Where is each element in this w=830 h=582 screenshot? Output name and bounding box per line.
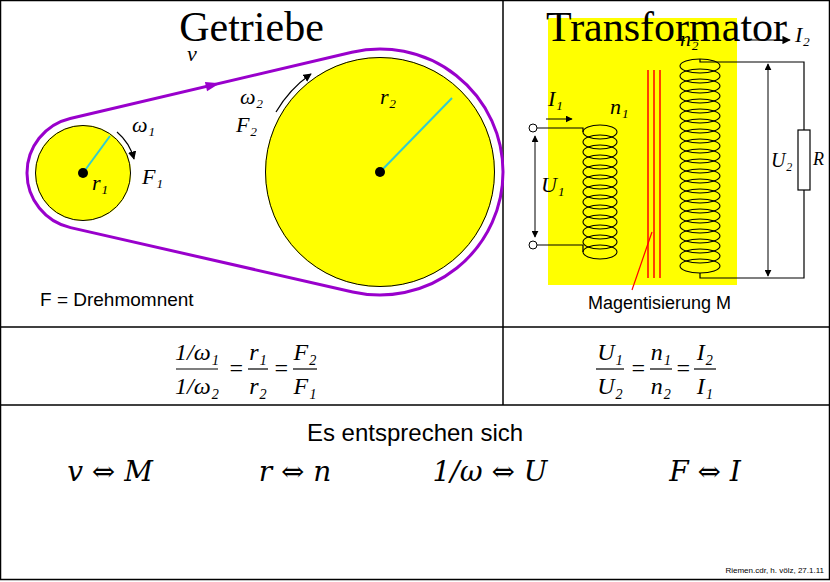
coil-winding bbox=[680, 259, 720, 273]
wire bbox=[537, 128, 583, 132]
core-line bbox=[653, 70, 655, 278]
symbol-label: U₁ bbox=[541, 174, 565, 196]
formula-term: = bbox=[630, 356, 646, 380]
correspondence: r ⇔ n bbox=[259, 458, 332, 486]
formula-term: I₂ bbox=[697, 340, 713, 364]
panel-title: Getriebe bbox=[179, 6, 324, 48]
wire bbox=[700, 190, 804, 278]
terminal bbox=[529, 124, 537, 132]
formula-term: r₁ bbox=[249, 340, 267, 364]
radius-line bbox=[83, 136, 110, 173]
fraction-bar bbox=[650, 368, 672, 369]
rotation-arrow bbox=[276, 74, 311, 112]
rotation-arrow bbox=[117, 132, 134, 159]
panel-title: Transformator bbox=[546, 6, 787, 48]
wire bbox=[700, 59, 804, 130]
axle-dot bbox=[78, 168, 88, 178]
symbol-label: ω₁ bbox=[132, 114, 155, 136]
belt-line bbox=[27, 49, 503, 295]
formula-term: = bbox=[675, 356, 691, 380]
fraction-bar bbox=[248, 368, 268, 369]
symbol-label: F₂ bbox=[236, 114, 257, 136]
note: F = Drehmomnent bbox=[40, 290, 194, 309]
formula-term: U₂ bbox=[597, 374, 623, 398]
fraction-bar bbox=[176, 368, 218, 369]
correspondence: 1/ω ⇔ U bbox=[433, 458, 548, 486]
symbol-label: n₂ bbox=[680, 28, 699, 50]
formula-term: F₁ bbox=[293, 374, 316, 398]
formula-term: = bbox=[228, 356, 244, 380]
part-label: Magentisierung M bbox=[588, 294, 731, 312]
symbol-label: F₁ bbox=[142, 166, 163, 188]
fraction-bar bbox=[596, 368, 624, 369]
coil-windings bbox=[583, 59, 720, 273]
formula-term: U₁ bbox=[597, 340, 623, 364]
formula-term: r₂ bbox=[249, 374, 267, 398]
pulley: r₂ bbox=[265, 57, 495, 287]
radius-label: r₁ bbox=[92, 172, 108, 194]
symbol-label: ω₂ bbox=[240, 86, 263, 108]
coil-winding bbox=[583, 245, 617, 259]
voltage-arrow bbox=[768, 64, 769, 276]
formula-term: 1/ω₁ bbox=[175, 340, 219, 364]
panel: Getriebe r₁ r₂ bbox=[0, 0, 503, 327]
current-arrow bbox=[546, 119, 572, 120]
wire bbox=[537, 245, 583, 252]
heading: Es entsprechen sich bbox=[307, 421, 523, 445]
formula-term: I₁ bbox=[697, 374, 713, 398]
velocity-label: v bbox=[187, 43, 197, 65]
radius-label: r₂ bbox=[380, 86, 396, 108]
leader-line bbox=[632, 232, 652, 290]
panel: Es entsprechen sich bbox=[0, 405, 830, 575]
grid-line bbox=[0, 326, 830, 328]
axle-dot bbox=[375, 167, 385, 177]
pulley-fill bbox=[265, 57, 495, 287]
symbol-label: n₁ bbox=[610, 96, 629, 118]
formula-term: = bbox=[273, 356, 289, 380]
resistor-symbol bbox=[798, 130, 810, 190]
fraction-bar bbox=[694, 368, 716, 369]
core-line bbox=[659, 70, 661, 278]
grid-line bbox=[0, 404, 830, 406]
symbol-label: I₂ bbox=[795, 24, 810, 46]
voltage-arrow bbox=[535, 136, 536, 237]
correspondence: v ⇔ M bbox=[67, 458, 153, 486]
formula-term: n₂ bbox=[651, 374, 671, 398]
pulley: r₁ bbox=[35, 125, 131, 221]
correspondence: F ⇔ I bbox=[669, 458, 741, 486]
formula-term: n₁ bbox=[651, 340, 671, 364]
formula-term: 1/ω₂ bbox=[175, 374, 219, 398]
formula-term: F₂ bbox=[293, 340, 316, 364]
terminal bbox=[529, 241, 537, 249]
symbol-label: R bbox=[813, 150, 824, 168]
arrowhead bbox=[205, 82, 220, 91]
file-note: Riemen.cdr, h. völz, 27.1.11 bbox=[725, 567, 824, 575]
radius-line bbox=[380, 98, 452, 172]
symbol-label: I₁ bbox=[548, 88, 563, 110]
pulley-fill bbox=[35, 125, 131, 221]
belt bbox=[27, 49, 503, 295]
fraction-bar bbox=[293, 368, 317, 369]
grid-line bbox=[502, 0, 504, 405]
symbol-label: U₂ bbox=[771, 150, 792, 170]
